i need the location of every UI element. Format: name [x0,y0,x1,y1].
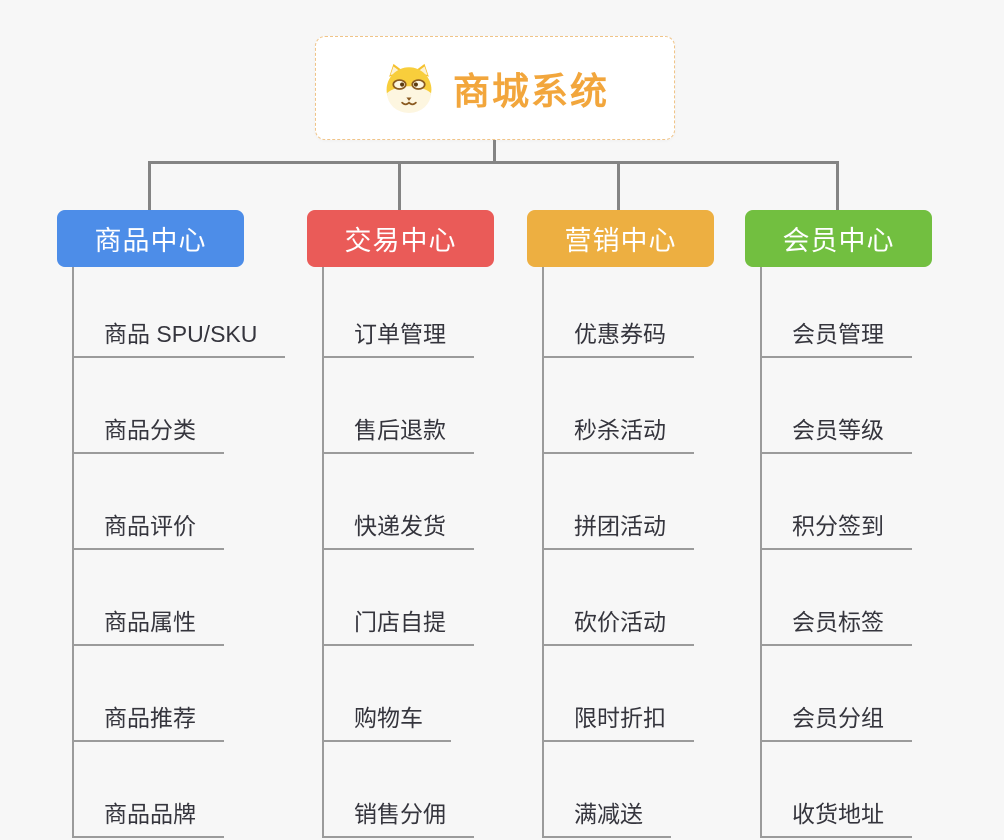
connector-branch-stub [148,161,151,210]
leaf-node[interactable]: 砍价活动 [544,601,694,646]
connector-branch-stub [398,161,401,210]
leaf-node[interactable]: 限时折扣 [544,697,694,742]
root-node-mall-system[interactable]: 商城系统 [315,36,675,140]
leaf-node[interactable]: 订单管理 [324,313,474,358]
leaf-node[interactable]: 会员分组 [762,697,912,742]
leaf-node[interactable]: 商品推荐 [74,697,224,742]
leaf-node[interactable]: 销售分佣 [324,793,474,838]
shiba-dog-icon [381,63,437,113]
leaf-node[interactable]: 满减送 [544,793,671,838]
leaf-node[interactable]: 拼团活动 [544,505,694,550]
leaf-node[interactable]: 优惠券码 [544,313,694,358]
root-title: 商城系统 [453,71,609,112]
leaf-node[interactable]: 售后退款 [324,409,474,454]
leaf-column-product-center: 商品 SPU/SKU 商品分类 商品评价 商品属性 商品推荐 商品品牌 [72,267,286,838]
branch-node-marketing-center[interactable]: 营销中心 [527,210,714,267]
leaf-node[interactable]: 会员管理 [762,313,912,358]
leaf-node[interactable]: 购物车 [324,697,451,742]
connector-branch-stub [836,161,839,210]
leaf-node[interactable]: 商品品牌 [74,793,224,838]
branch-node-trade-center[interactable]: 交易中心 [307,210,494,267]
leaf-node[interactable]: 会员标签 [762,601,912,646]
connector-trunk [148,161,839,164]
branch-node-product-center[interactable]: 商品中心 [57,210,244,267]
leaf-node[interactable]: 积分签到 [762,505,912,550]
leaf-node[interactable]: 秒杀活动 [544,409,694,454]
leaf-node[interactable]: 商品评价 [74,505,224,550]
leaf-node[interactable]: 商品属性 [74,601,224,646]
leaf-column-marketing-center: 优惠券码 秒杀活动 拼团活动 砍价活动 限时折扣 满减送 [542,267,694,838]
leaf-column-member-center: 会员管理 会员等级 积分签到 会员标签 会员分组 收货地址 [760,267,912,838]
leaf-column-trade-center: 订单管理 售后退款 快递发货 门店自提 购物车 销售分佣 [322,267,474,838]
branch-node-member-center[interactable]: 会员中心 [745,210,932,267]
connector-branch-stub [617,161,620,210]
leaf-node[interactable]: 商品 SPU/SKU [74,313,286,358]
leaf-node[interactable]: 会员等级 [762,409,912,454]
leaf-node[interactable]: 商品分类 [74,409,224,454]
connector-root-stub [493,140,496,163]
leaf-node[interactable]: 门店自提 [324,601,474,646]
leaf-node[interactable]: 快递发货 [324,505,474,550]
leaf-node[interactable]: 收货地址 [762,793,912,838]
